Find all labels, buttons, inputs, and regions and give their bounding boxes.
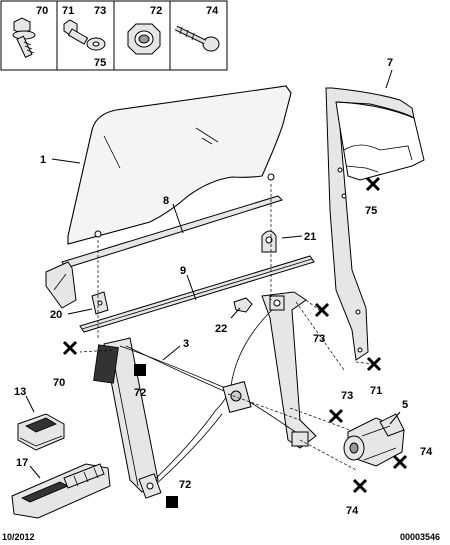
square-marker-72a — [134, 364, 146, 376]
callout-75: 75 — [365, 205, 377, 217]
callout-73: 73 — [341, 390, 353, 402]
leader-13 — [25, 395, 35, 413]
leader-5 — [389, 411, 401, 425]
callout-72: 72 — [134, 387, 146, 399]
cross-marker-73b — [328, 408, 344, 424]
leader-21 — [281, 235, 303, 239]
leader-7 — [385, 69, 393, 89]
callout-5: 5 — [402, 399, 408, 411]
window-switch-13 — [17, 413, 65, 451]
callout-9: 9 — [180, 265, 186, 277]
callout-22: 22 — [215, 323, 227, 335]
door-glass — [67, 85, 292, 245]
leader-8 — [172, 203, 184, 234]
screw-icon — [174, 25, 220, 52]
bracket-20 — [91, 291, 109, 315]
callout-74: 74 — [206, 5, 219, 17]
window-regulator-3 — [93, 291, 317, 499]
callout-73: 73 — [94, 5, 106, 17]
callout-74: 74 — [420, 446, 433, 458]
callout-75: 75 — [94, 57, 106, 69]
seal-strip-8 — [45, 195, 283, 309]
callout-1: 1 — [40, 154, 46, 166]
callout-74: 74 — [346, 505, 359, 517]
window-motor-5 — [343, 413, 405, 467]
fastener-legend: 70 71 73 75 72 74 — [0, 0, 228, 71]
cross-marker-74a — [392, 454, 408, 470]
callout-70: 70 — [36, 5, 48, 17]
callout-73: 73 — [313, 333, 325, 345]
callout-72: 72 — [150, 5, 162, 17]
seal-strip-9 — [79, 255, 315, 333]
fastener-markers — [62, 176, 408, 508]
cross-marker-75 — [365, 176, 381, 192]
callout-21: 21 — [304, 231, 316, 243]
callout-7: 7 — [387, 57, 393, 69]
leader-22 — [230, 307, 241, 319]
cross-marker-70 — [62, 340, 78, 356]
square-marker-72b — [166, 496, 178, 508]
leader-9 — [186, 274, 197, 301]
callout-70: 70 — [53, 377, 65, 389]
hex-nut-icon — [127, 23, 161, 55]
leader-1 — [51, 158, 81, 164]
door-frame-7 — [325, 87, 425, 361]
flanged-bolt-icon — [12, 17, 36, 58]
clip-21 — [261, 230, 277, 253]
callout-17: 17 — [16, 457, 28, 469]
callout-13: 13 — [14, 386, 26, 398]
assembly-lines — [79, 184, 375, 471]
callout-72: 72 — [179, 479, 191, 491]
callout-71: 71 — [62, 5, 74, 17]
leader-20 — [67, 308, 93, 315]
leader-3 — [162, 345, 181, 361]
footer-code: 00003546 — [400, 532, 440, 542]
callout-71: 71 — [370, 385, 382, 397]
switch-panel-17 — [11, 463, 111, 519]
cross-marker-74b — [352, 478, 368, 494]
cross-marker-71 — [366, 356, 382, 372]
callout-3: 3 — [183, 338, 189, 350]
cross-marker-73a — [314, 302, 330, 318]
footer-date: 10/2012 — [2, 532, 35, 542]
callout-20: 20 — [50, 309, 62, 321]
bolt-washer-icon — [63, 19, 106, 51]
callout-8: 8 — [163, 195, 169, 207]
clip-22 — [233, 297, 253, 313]
leader-17 — [29, 465, 41, 479]
